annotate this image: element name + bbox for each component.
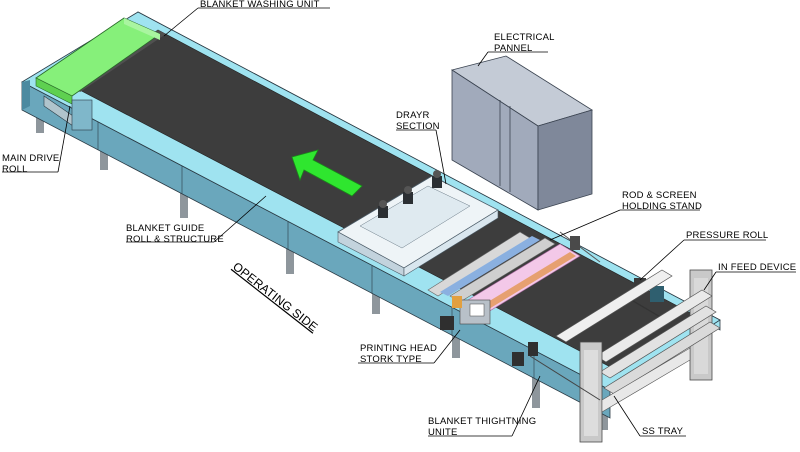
- blanket-tightening-unit: [512, 342, 601, 401]
- label-blanket-tightening-line1: BLANKET THIGHTNING: [428, 416, 536, 427]
- label-blanket-guide-line1: BLANKET GUIDE: [126, 223, 204, 234]
- label-rod-screen-stand-line2: HOLDING STAND: [622, 201, 702, 212]
- rod-screen-stand: [427, 231, 601, 313]
- label-pressure-roll: PRESSURE ROLL: [686, 230, 768, 241]
- main-drive-roll: [43, 95, 93, 131]
- ss-tray: [579, 341, 691, 443]
- printing-head: [440, 296, 491, 330]
- label-in-feed-device: IN FEED DEVICE: [718, 262, 796, 273]
- label-blanket-guide: BLANKET GUIDE ROLL & STRUCTURE: [126, 223, 224, 245]
- label-dryer-section-line1: DRAYR: [396, 110, 430, 121]
- label-blanket-tightening: BLANKET THIGHTNING UNITE: [428, 416, 539, 438]
- conveyor-blanket: [71, 29, 701, 373]
- label-printing-head-line2: STORK TYPE: [360, 354, 422, 365]
- label-blanket-guide-line2: ROLL & STRUCTURE: [126, 234, 224, 245]
- label-blanket-tightening-line2: UNITE: [428, 427, 458, 438]
- label-printing-head-line1: PRINTING HEAD: [360, 343, 437, 354]
- leader-lines: [2, 7, 796, 437]
- label-rod-screen-stand: ROD & SCREEN HOLDING STAND: [622, 190, 702, 212]
- label-main-drive-roll: MAIN DRIVE ROLL: [2, 153, 62, 175]
- label-main-drive-roll-line1: MAIN DRIVE: [2, 153, 59, 164]
- label-electrical-panel-line1: ELECTRICAL: [494, 32, 554, 43]
- label-printing-head: PRINTING HEAD STORK TYPE: [360, 343, 440, 365]
- label-main-drive-roll-line2: ROLL: [2, 164, 28, 175]
- label-electrical-panel: ELECTRICAL PANNEL: [494, 32, 557, 54]
- label-blanket-washing-unit: BLANKET WASHING UNIT: [200, 0, 320, 10]
- label-operating-side: OPERATING SIDE: [230, 259, 321, 334]
- arrow-left-icon: [291, 149, 363, 197]
- blanket-washing-unit: [35, 17, 161, 105]
- in-feed-device: [555, 269, 721, 395]
- label-electrical-panel-line2: PANNEL: [494, 43, 533, 54]
- label-dryer-section-line2: SECTION: [396, 121, 440, 132]
- electrical-panel: [451, 55, 593, 211]
- dryer-section: [337, 170, 499, 277]
- label-ss-tray: SS TRAY: [642, 426, 684, 437]
- label-dryer-section: DRAYR SECTION: [396, 110, 440, 132]
- dryer-fan: [378, 170, 442, 218]
- label-rod-screen-stand-line1: ROD & SCREEN: [622, 190, 697, 201]
